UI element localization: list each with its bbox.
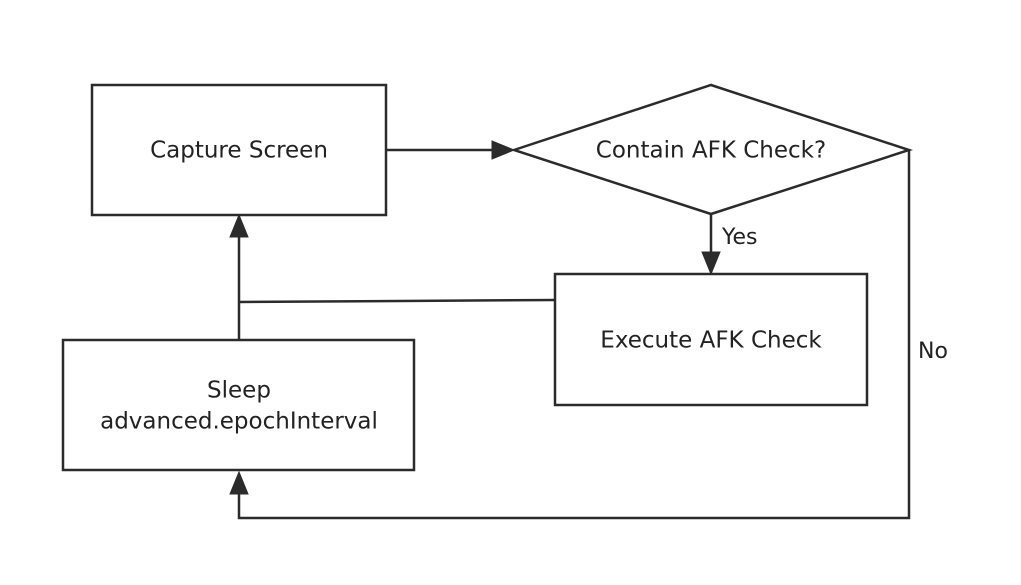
- arrowhead-decision-to-execute: [701, 251, 721, 276]
- yes-edge-label: Yes: [721, 225, 758, 250]
- execute-afk-check-label: Execute AFK Check: [600, 328, 822, 354]
- capture-screen-node: [90, 83, 388, 217]
- execute-afk-check-node: [553, 272, 869, 407]
- arrowhead-decision-to-sleep: [229, 470, 249, 495]
- capture-screen-label: Capture Screen: [150, 138, 328, 164]
- contain-afk-check-label: Contain AFK Check?: [596, 138, 826, 164]
- no-edge-label: No: [918, 339, 948, 364]
- contain-afk-check-decision: [509, 83, 914, 216]
- edge-decision-to-sleep: [237, 150, 911, 520]
- arrowhead-capture-to-decision: [491, 140, 516, 160]
- sleep-node: [61, 338, 416, 472]
- sleep-label-line2: advanced.epochInterval: [100, 409, 378, 435]
- edge-execute-to-merge: [238, 298, 556, 304]
- arrowhead-sleep-to-capture: [229, 213, 249, 238]
- sleep-label-line1: Sleep: [207, 378, 271, 404]
